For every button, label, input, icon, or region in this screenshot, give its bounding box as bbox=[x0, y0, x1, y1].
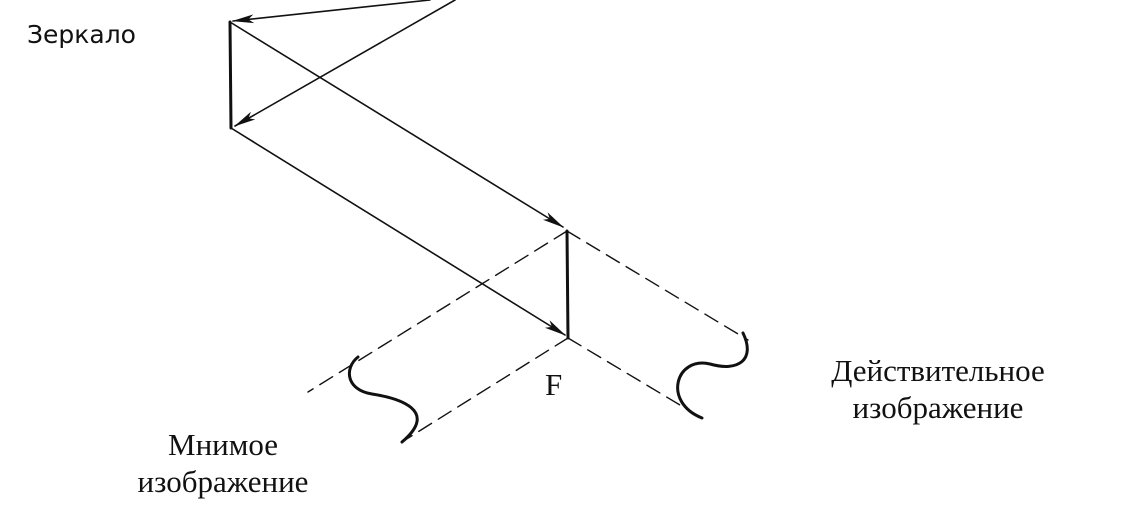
real-image-label-line2: изображение bbox=[852, 390, 1024, 426]
real-image-wave bbox=[676, 331, 749, 420]
reflected-ray-top bbox=[229, 21, 564, 228]
virtual-image-label-line1: Мнимое bbox=[168, 427, 278, 462]
real-image-label: Действительное изображение bbox=[808, 352, 1068, 426]
incident-ray-bottom bbox=[234, 0, 456, 127]
focus-label: F bbox=[545, 367, 563, 402]
real-image-line bbox=[565, 229, 570, 340]
dashed-line-upper-right bbox=[566, 230, 749, 341]
virtual-image-wave bbox=[348, 355, 419, 444]
virtual-image-label: Мнимое изображение bbox=[118, 426, 328, 500]
virtual-image-label-line2: изображение bbox=[137, 464, 309, 500]
incident-ray-top bbox=[231, 0, 431, 24]
reflected-ray-bottom bbox=[230, 127, 566, 336]
mirror-line bbox=[228, 20, 233, 130]
dashed-line-lower-right bbox=[567, 337, 706, 421]
real-image-label-line1: Действительное bbox=[831, 353, 1045, 388]
mirror-label: Зеркало bbox=[27, 20, 136, 49]
dashed-line-lower-left bbox=[404, 337, 569, 441]
